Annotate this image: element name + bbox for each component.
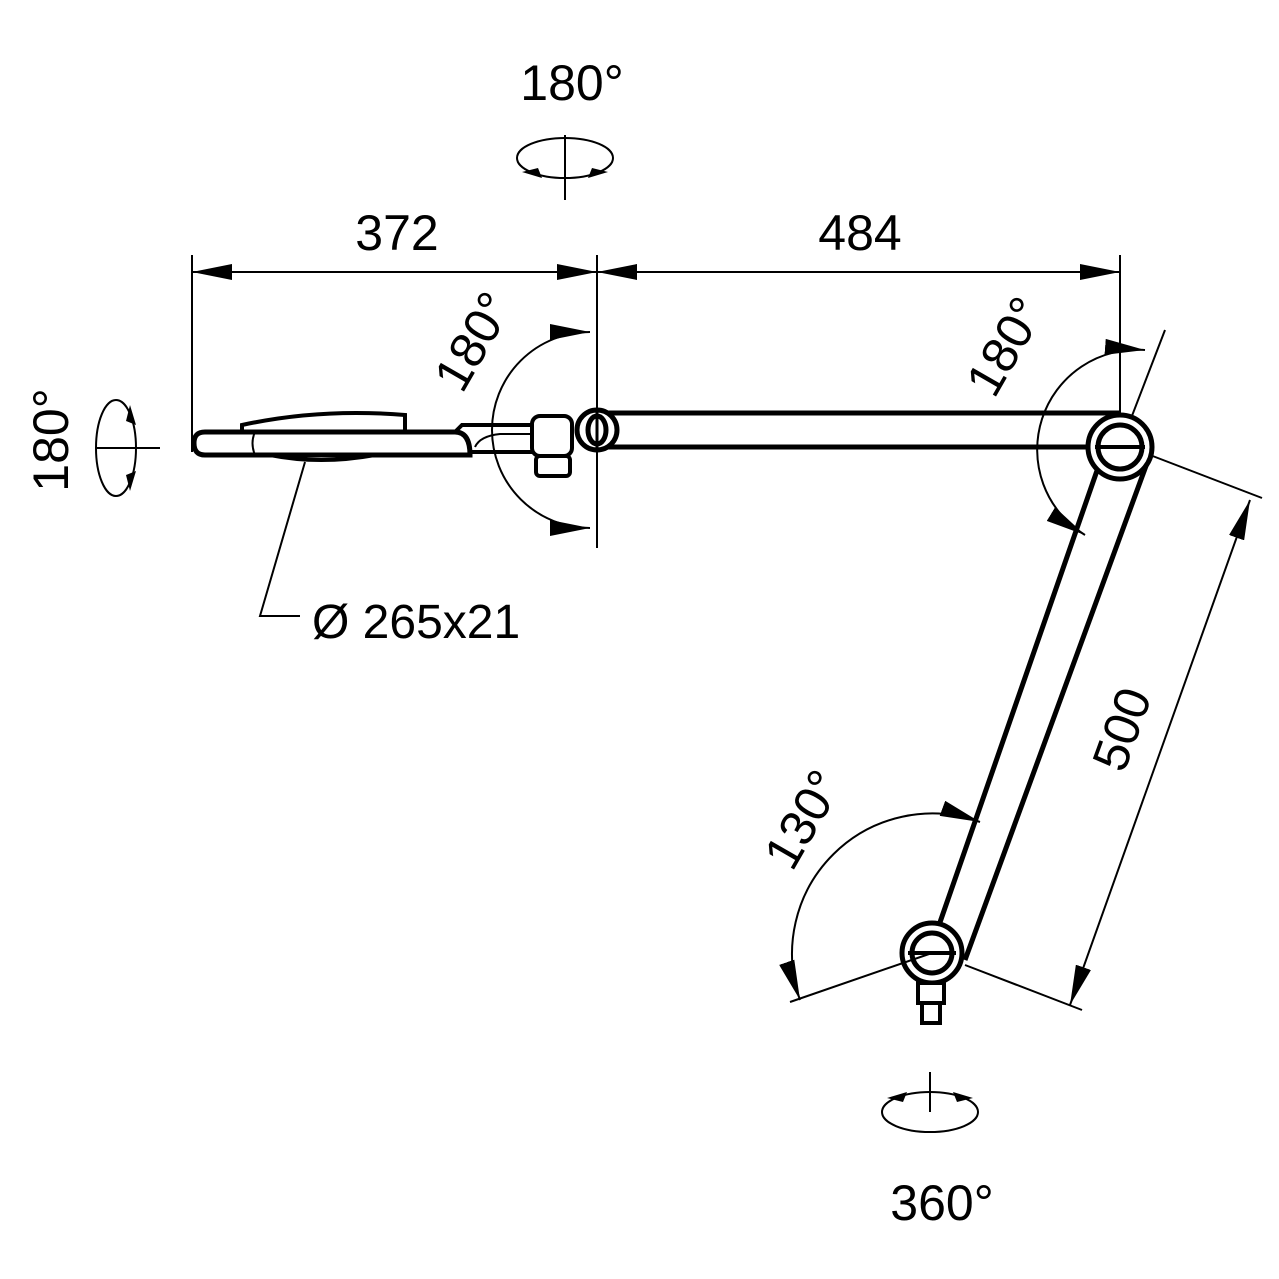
head-tilt-label: 180° — [423, 283, 523, 401]
left-rotation-symbol — [95, 399, 160, 497]
dimension-lower-arm-length: 500 — [1081, 680, 1162, 778]
left-rotation-label: 180° — [23, 388, 79, 491]
base-rotation-symbol — [881, 1072, 979, 1133]
base-angle-label: 130° — [753, 761, 853, 879]
lamp-head — [191, 410, 574, 478]
lower-arm-dimension — [964, 454, 1263, 1011]
base-rotation-label: 360° — [890, 1175, 993, 1231]
dimension-upper-arm-length: 484 — [818, 205, 901, 261]
top-rotation-label: 180° — [520, 55, 623, 111]
elbow-angle-label: 180° — [955, 288, 1055, 406]
dimension-lines-horizontal — [191, 255, 1121, 548]
elbow-arc — [1036, 338, 1146, 536]
head-size-leader — [258, 461, 306, 617]
upper-arm — [574, 407, 1120, 453]
head-tilt-arc — [491, 324, 591, 536]
head-size-label: Ø 265x21 — [312, 596, 520, 649]
base-angle-arc — [779, 800, 981, 1001]
dimension-head-length: 372 — [355, 205, 438, 261]
top-rotation-symbol — [516, 135, 614, 200]
